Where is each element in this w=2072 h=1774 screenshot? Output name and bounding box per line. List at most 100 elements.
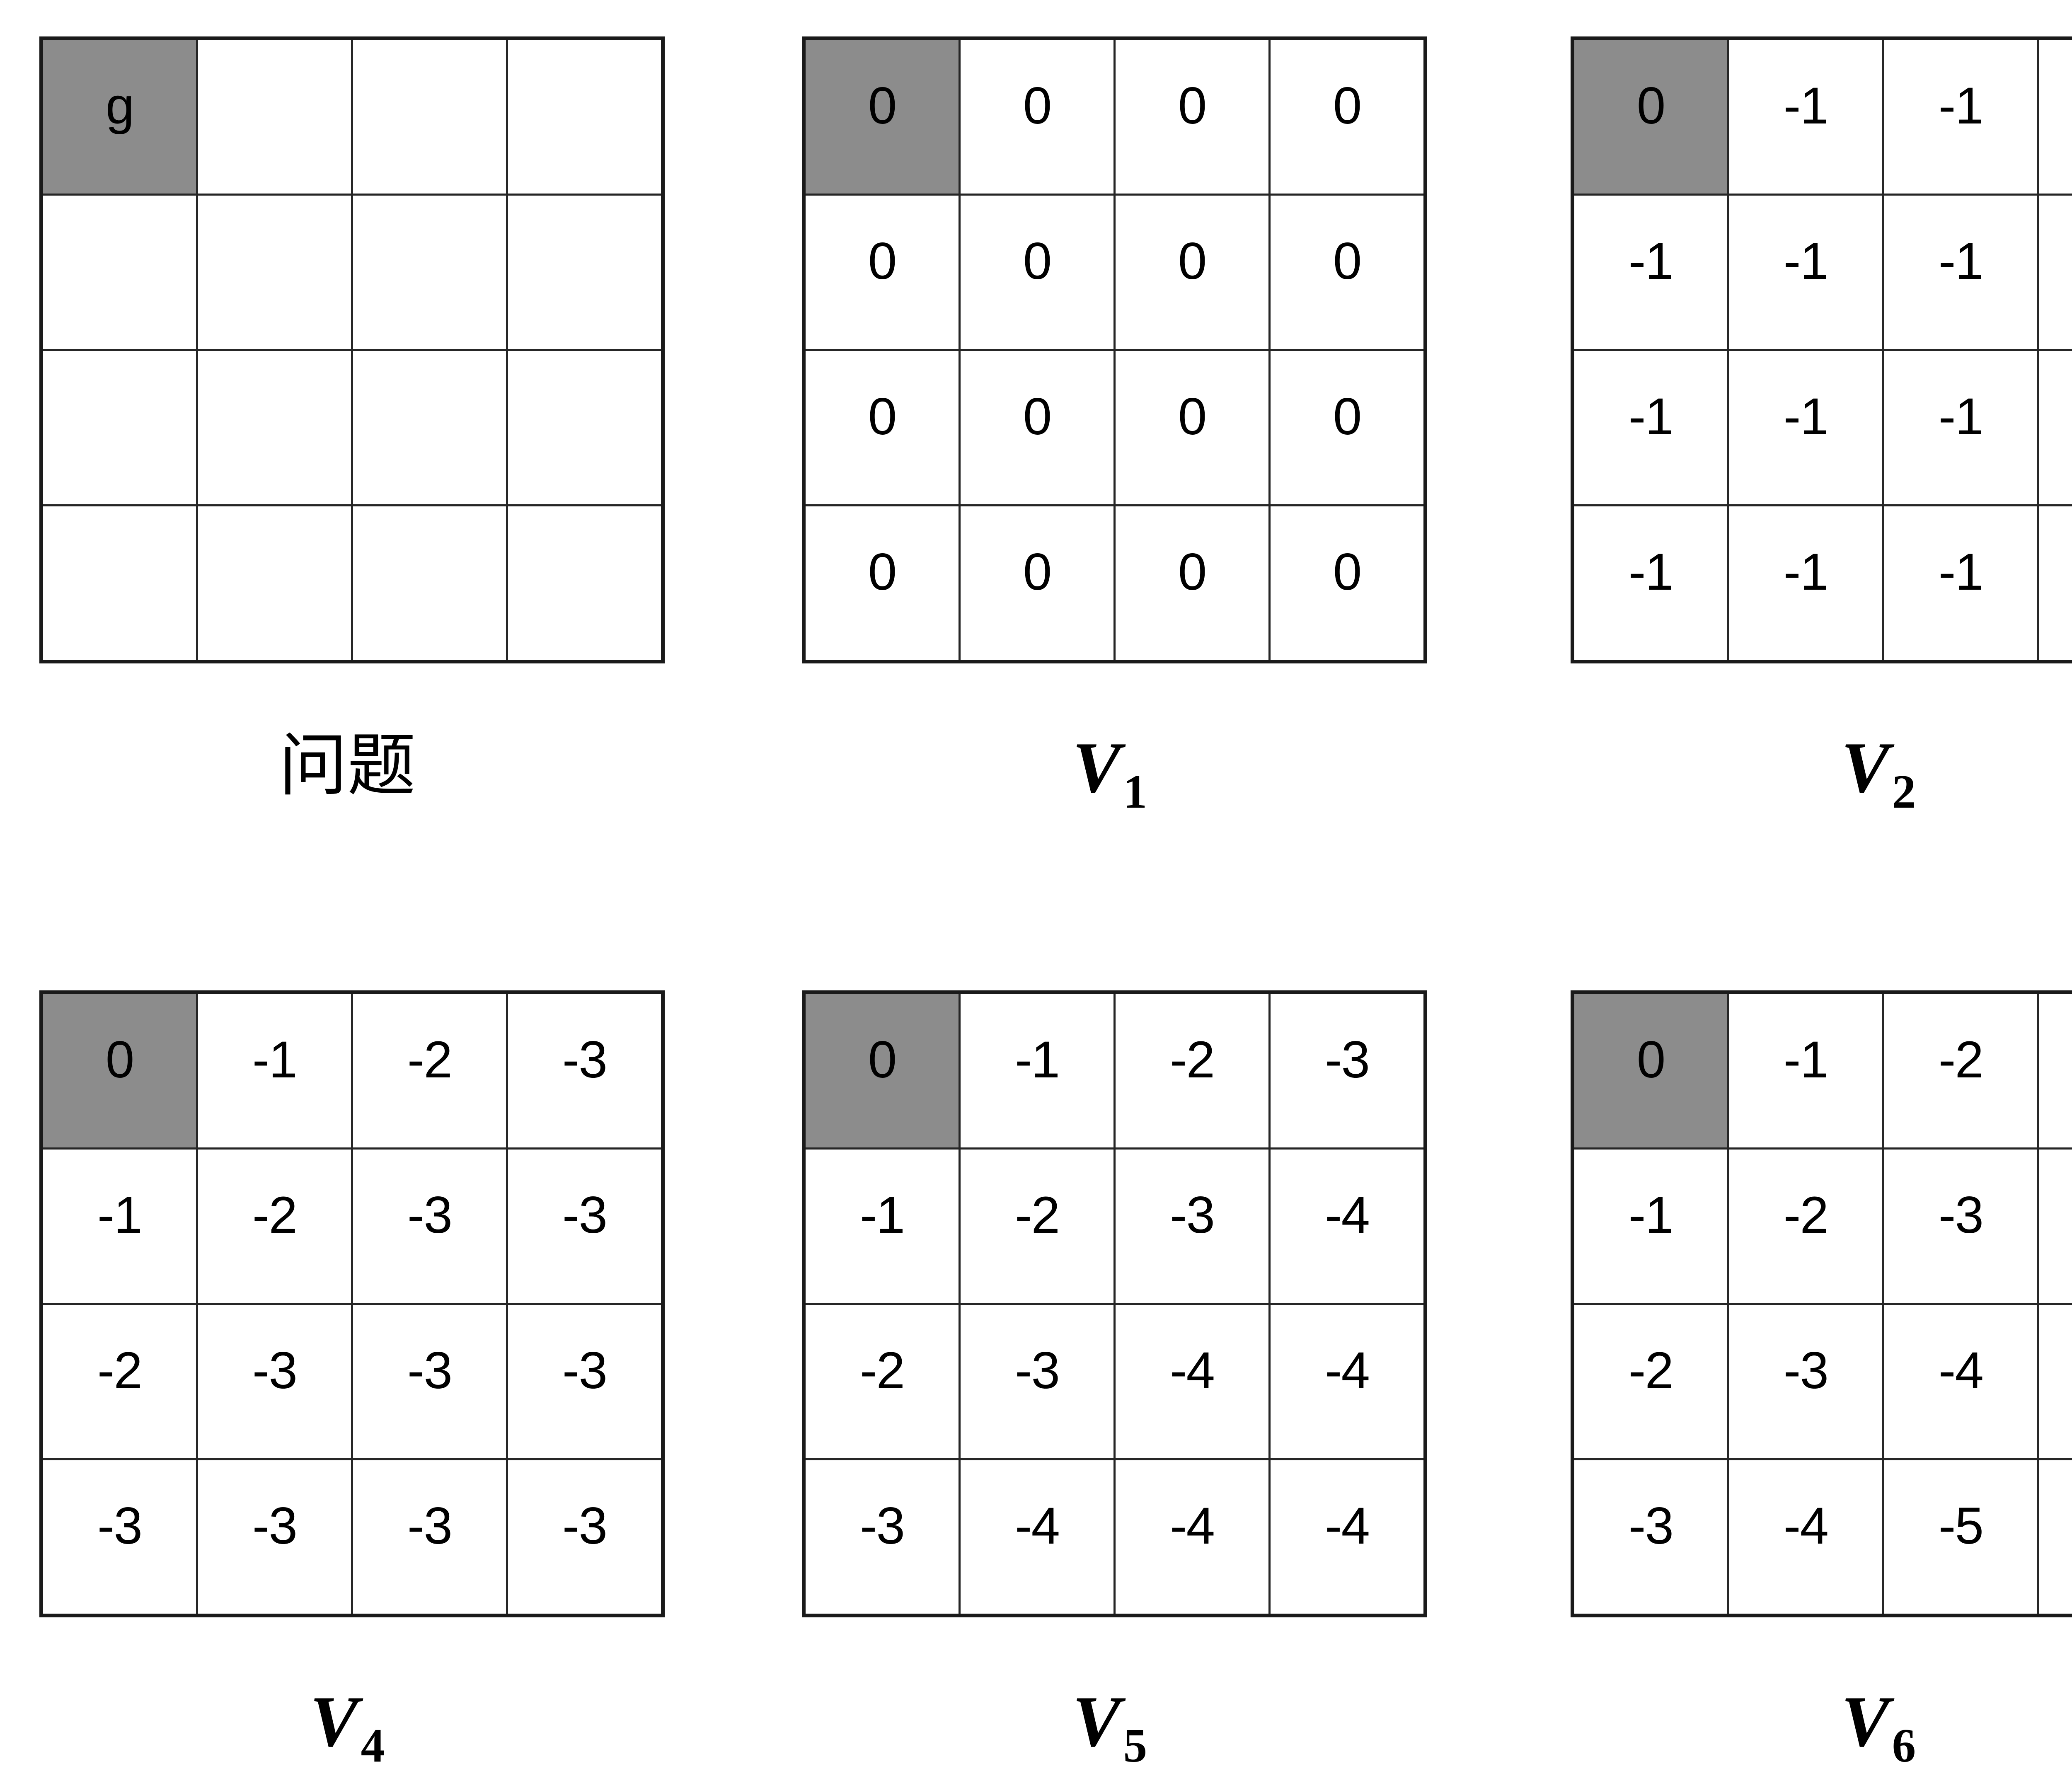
grid-cell[interactable]: -3 — [351, 1147, 508, 1305]
grid-cell[interactable] — [351, 37, 508, 196]
grid-cell[interactable]: -1 — [1882, 37, 2039, 196]
grid-cell[interactable]: -3 — [959, 1303, 1116, 1460]
grid-cell[interactable]: -3 — [506, 991, 664, 1150]
grid-cell[interactable]: -4 — [1113, 1458, 1271, 1617]
grid-cell[interactable] — [351, 349, 508, 506]
grid-cell[interactable]: -3 — [351, 1458, 508, 1617]
grid-cell[interactable]: -4 — [959, 1458, 1116, 1617]
grid-cell[interactable]: -1 — [1571, 349, 1729, 506]
grid-cell[interactable]: -3 — [40, 1458, 198, 1617]
grid-cell[interactable] — [196, 504, 353, 663]
grid-cell[interactable]: 0 — [1113, 349, 1271, 506]
grid-cell[interactable]: 0 — [1268, 37, 1426, 196]
grid-cell[interactable]: -4 — [2037, 1147, 2072, 1305]
grid-cell[interactable]: -5 — [2037, 1303, 2072, 1460]
grid-cell[interactable]: 0 — [1268, 504, 1426, 663]
grid-cell[interactable]: -3 — [506, 1458, 664, 1617]
grid-cell[interactable]: -4 — [1268, 1458, 1426, 1617]
grid-cell-terminal[interactable]: 0 — [1571, 991, 1729, 1150]
grid-cell[interactable]: -1 — [1571, 1147, 1729, 1305]
grid-cell[interactable]: -3 — [196, 1303, 353, 1460]
grid-cell[interactable]: -1 — [2037, 37, 2072, 196]
grid-cell[interactable] — [506, 194, 664, 351]
grid-cell[interactable] — [196, 349, 353, 506]
grid-cell[interactable]: -4 — [1727, 1458, 1884, 1617]
grid-cell[interactable]: -1 — [1727, 37, 1884, 196]
grid-cell[interactable]: -2 — [40, 1303, 198, 1460]
grid-cell-terminal[interactable]: 0 — [803, 37, 961, 196]
grid-cell-terminal[interactable]: 0 — [40, 991, 198, 1150]
grid-cell[interactable]: -4 — [1268, 1303, 1426, 1460]
grid-cell[interactable]: -3 — [506, 1303, 664, 1460]
grid-cell[interactable]: -2 — [1113, 991, 1271, 1150]
grid-cell[interactable] — [506, 37, 664, 196]
grid-cell[interactable] — [40, 349, 198, 506]
grid-cell-terminal[interactable]: 0 — [1571, 37, 1729, 196]
grid-cell[interactable]: 0 — [959, 194, 1116, 351]
grid-cell[interactable]: -5 — [2037, 1458, 2072, 1617]
grid-cell[interactable]: -1 — [1571, 194, 1729, 351]
grid-cell[interactable]: -3 — [1268, 991, 1426, 1150]
grid-cell[interactable] — [506, 349, 664, 506]
grid-cell[interactable]: -4 — [1113, 1303, 1271, 1460]
grid-cell[interactable]: -1 — [1571, 504, 1729, 663]
grid-cell[interactable]: -1 — [1882, 504, 2039, 663]
grid-cell[interactable]: 0 — [959, 349, 1116, 506]
grid-cell[interactable]: -5 — [1882, 1458, 2039, 1617]
grid-cell[interactable]: -1 — [803, 1147, 961, 1305]
grid-cell[interactable]: -4 — [1268, 1147, 1426, 1305]
grid-cell[interactable]: -1 — [1882, 194, 2039, 351]
grid-cell[interactable]: -2 — [1571, 1303, 1729, 1460]
grid-cell[interactable]: -3 — [506, 1147, 664, 1305]
grid-cell[interactable]: 0 — [1268, 349, 1426, 506]
grid-cell[interactable] — [40, 194, 198, 351]
grid-cell[interactable]: -2 — [803, 1303, 961, 1460]
grid-cell[interactable]: -3 — [1727, 1303, 1884, 1460]
grid-cell[interactable] — [506, 504, 664, 663]
grid-cell[interactable]: 0 — [959, 504, 1116, 663]
grid-cell[interactable]: 0 — [1113, 194, 1271, 351]
grid-cell[interactable]: -3 — [1882, 1147, 2039, 1305]
grid-cell[interactable]: -3 — [803, 1458, 961, 1617]
grid-cell[interactable] — [196, 37, 353, 196]
grid-cell[interactable]: 0 — [803, 194, 961, 351]
grid-cell[interactable]: -1 — [196, 991, 353, 1150]
grid-cell[interactable]: -3 — [196, 1458, 353, 1617]
grid-cell[interactable]: -1 — [1882, 349, 2039, 506]
grid-cell[interactable]: -1 — [2037, 349, 2072, 506]
grid-cell[interactable] — [40, 504, 198, 663]
grid-cell[interactable]: 0 — [1113, 504, 1271, 663]
grid-cell[interactable]: -1 — [1727, 194, 1884, 351]
grid-cell[interactable] — [196, 194, 353, 351]
grid-cell-terminal[interactable]: g — [40, 37, 198, 196]
grid-cell[interactable]: -2 — [1882, 991, 2039, 1150]
grid-cell[interactable]: -3 — [2037, 991, 2072, 1150]
grid-cell[interactable]: -1 — [40, 1147, 198, 1305]
grid-cell[interactable]: 0 — [1268, 194, 1426, 351]
grid-cell[interactable]: -3 — [351, 1303, 508, 1460]
grid-cell[interactable]: -1 — [2037, 504, 2072, 663]
grid-cell[interactable] — [351, 194, 508, 351]
cell-value: -3 — [97, 1497, 143, 1555]
grid-cell[interactable]: -4 — [1882, 1303, 2039, 1460]
grid-cell[interactable]: -2 — [196, 1147, 353, 1305]
grid-cell[interactable]: 0 — [803, 504, 961, 663]
grid-cell[interactable]: -1 — [1727, 349, 1884, 506]
grid-cell[interactable]: -3 — [1113, 1147, 1271, 1305]
grid-cell[interactable]: -2 — [351, 991, 508, 1150]
grid-cell[interactable]: 0 — [803, 349, 961, 506]
grid-cell[interactable]: 0 — [959, 37, 1116, 196]
cell-value: -4 — [2039, 1189, 2072, 1241]
grid-cell[interactable]: -1 — [1727, 991, 1884, 1150]
board-caption-problem: 问题 — [39, 731, 655, 800]
grid-cell[interactable]: -2 — [959, 1147, 1116, 1305]
grid-cell[interactable]: 0 — [1113, 37, 1271, 196]
grid-cell-terminal[interactable]: 0 — [803, 991, 961, 1150]
grid-cell[interactable]: -1 — [2037, 194, 2072, 351]
grid-cell[interactable]: -2 — [1727, 1147, 1884, 1305]
grid-cell[interactable]: -1 — [959, 991, 1116, 1150]
cell-value: -1 — [1938, 543, 1984, 601]
grid-cell[interactable] — [351, 504, 508, 663]
grid-cell[interactable]: -3 — [1571, 1458, 1729, 1617]
grid-cell[interactable]: -1 — [1727, 504, 1884, 663]
